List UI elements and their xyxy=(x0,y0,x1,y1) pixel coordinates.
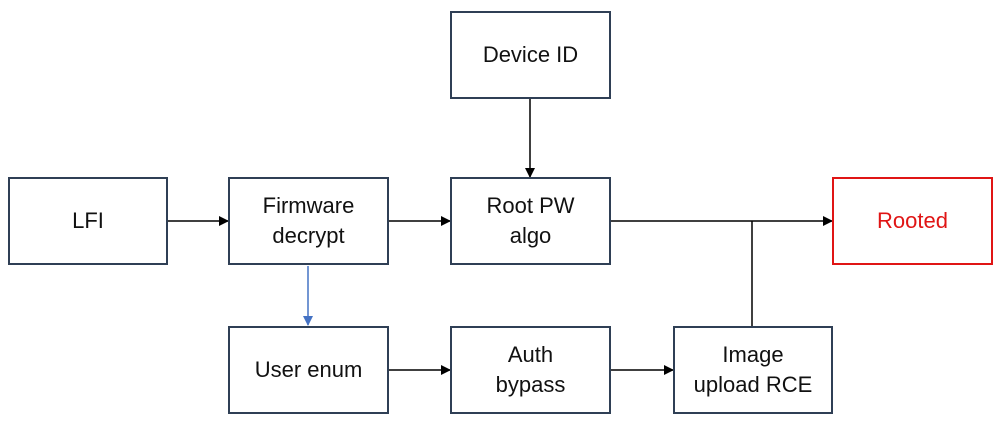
node-device-id: Device ID xyxy=(450,11,611,99)
node-firmware-decrypt: Firmware decrypt xyxy=(228,177,389,265)
node-lfi: LFI xyxy=(8,177,168,265)
node-root-pw-algo: Root PW algo xyxy=(450,177,611,265)
node-rooted: Rooted xyxy=(832,177,993,265)
node-user-enum: User enum xyxy=(228,326,389,414)
node-auth-bypass: Auth bypass xyxy=(450,326,611,414)
node-image-upload-rce: Image upload RCE xyxy=(673,326,833,414)
